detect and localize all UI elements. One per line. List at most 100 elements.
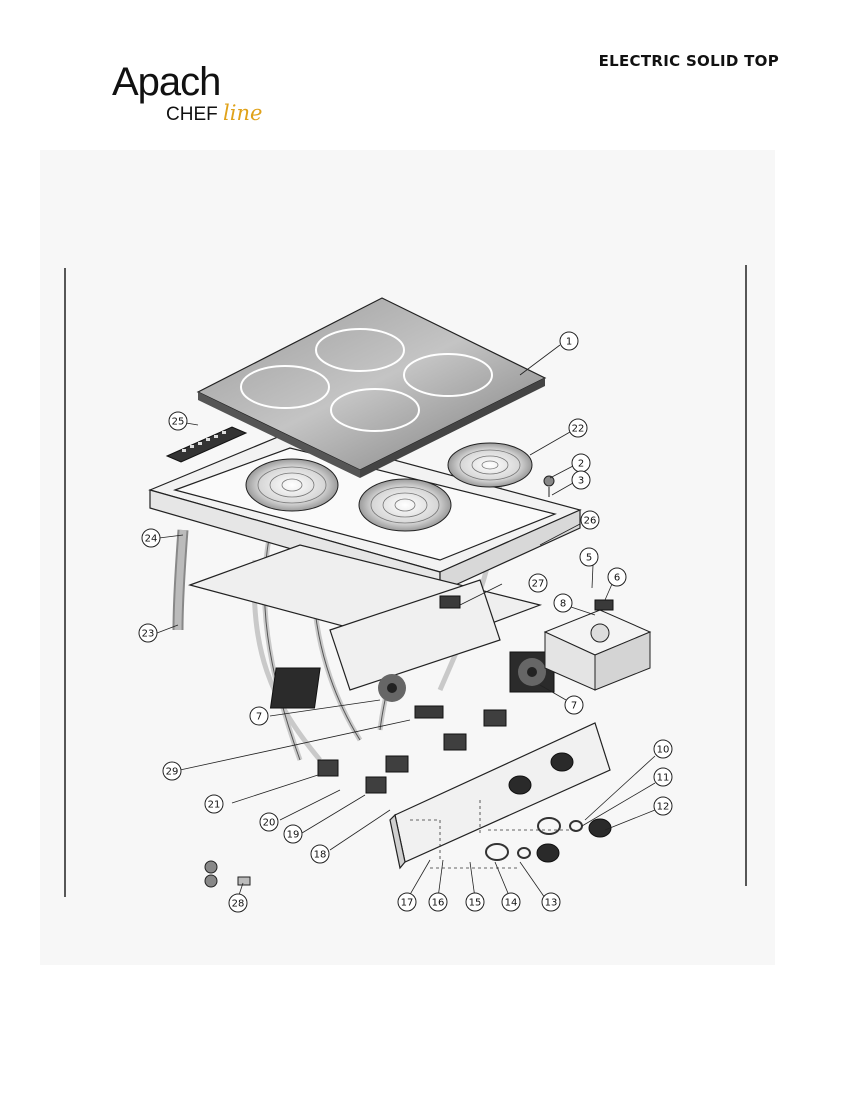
terminal-blocks [414, 595, 614, 719]
callout-circle [168, 411, 188, 431]
callout-16: 16 [428, 892, 448, 912]
callout-circle [571, 470, 591, 490]
callout-circle [559, 331, 579, 351]
energy-regulators [317, 709, 507, 794]
callout-7: 7 [564, 695, 584, 715]
callout-number: 10 [657, 745, 670, 756]
callout-number: 29 [166, 767, 179, 778]
callout-circle [568, 418, 588, 438]
callout-circle [580, 510, 600, 530]
logo-subline-line: line [223, 101, 263, 125]
glass-top-plate [196, 297, 547, 478]
callout-circle [138, 623, 158, 643]
callout-number: 15 [469, 898, 482, 909]
callout-10: 10 [653, 739, 673, 759]
callout-21: 21 [204, 794, 224, 814]
callout-number: 2 [578, 459, 584, 470]
callout-1: 1 [559, 331, 579, 351]
callout-number: 3 [578, 476, 584, 487]
callout-number: 5 [586, 553, 592, 564]
callout-number: 16 [432, 898, 445, 909]
callout-number: 8 [560, 599, 566, 610]
callout-25: 25 [168, 411, 188, 431]
callout-circle [204, 794, 224, 814]
callout-circle [428, 892, 448, 912]
callout-circle [564, 695, 584, 715]
callout-11: 11 [653, 767, 673, 787]
heating-elements [245, 442, 533, 532]
callout-number: 22 [572, 424, 585, 435]
callout-number: 24 [145, 534, 158, 545]
vent-grille [165, 426, 248, 463]
callout-number: 21 [208, 800, 221, 811]
callout-circle [310, 844, 330, 864]
callout-circle [579, 547, 599, 567]
callout-circle [162, 761, 182, 781]
callout-number: 7 [571, 701, 577, 712]
knob-bezels [485, 817, 583, 861]
callout-circle [141, 528, 161, 548]
callout-circle [501, 892, 521, 912]
callout-15: 15 [465, 892, 485, 912]
callout-number: 19 [287, 830, 300, 841]
callout-number: 1 [566, 337, 572, 348]
callout-13: 13 [541, 892, 561, 912]
callout-circle [653, 767, 673, 787]
callout-29: 29 [162, 761, 182, 781]
callout-22: 22 [568, 418, 588, 438]
callout-circle [283, 824, 303, 844]
callout-24: 24 [141, 528, 161, 548]
logo-subline: CHEF line [166, 102, 262, 126]
callout-number: 26 [584, 516, 597, 527]
callout-layer: 1235677810111213141516171819202122232425… [138, 331, 673, 913]
leader-lines [156, 344, 656, 899]
callout-number: 14 [505, 898, 518, 909]
callout-8: 8 [553, 593, 573, 613]
callout-circle [397, 892, 417, 912]
callout-number: 6 [614, 573, 620, 584]
callout-circle [249, 706, 269, 726]
callout-28: 28 [228, 893, 248, 913]
callout-17: 17 [397, 892, 417, 912]
callout-circle [653, 739, 673, 759]
callout-number: 20 [263, 818, 276, 829]
callout-number: 7 [256, 712, 262, 723]
callout-number: 27 [532, 579, 545, 590]
callout-circle [259, 812, 279, 832]
logo-subline-chef: CHEF [166, 104, 218, 125]
callout-19: 19 [283, 824, 303, 844]
flexible-hose [172, 529, 189, 631]
callout-number: 13 [545, 898, 558, 909]
page-title: ELECTRIC SOLID TOP [598, 52, 779, 70]
callout-7: 7 [249, 706, 269, 726]
callout-number: 11 [657, 773, 670, 784]
callout-2: 2 [571, 453, 591, 473]
cooling-fans [269, 651, 555, 709]
callout-20: 20 [259, 812, 279, 832]
callout-number: 25 [172, 417, 185, 428]
callout-18: 18 [310, 844, 330, 864]
callout-26: 26 [580, 510, 600, 530]
callout-circle [653, 796, 673, 816]
callout-circle [553, 593, 573, 613]
logo-wordmark: Apach [112, 60, 221, 104]
callout-23: 23 [138, 623, 158, 643]
callout-number: 23 [142, 629, 155, 640]
callout-circle [528, 573, 548, 593]
callout-number: 17 [401, 898, 414, 909]
callout-5: 5 [579, 547, 599, 567]
callout-number: 18 [314, 850, 327, 861]
callout-12: 12 [653, 796, 673, 816]
callout-27: 27 [528, 573, 548, 593]
callout-6: 6 [607, 567, 627, 587]
brand-logo: Apach CHEF line [112, 62, 282, 132]
control-knobs [508, 752, 612, 863]
callout-number: 12 [657, 802, 670, 813]
callout-number: 28 [232, 899, 245, 910]
electrical-box [543, 609, 652, 691]
callout-circle [465, 892, 485, 912]
assembly-guide-lines [410, 800, 580, 869]
loose-fittings [204, 475, 555, 888]
callout-3: 3 [571, 470, 591, 490]
